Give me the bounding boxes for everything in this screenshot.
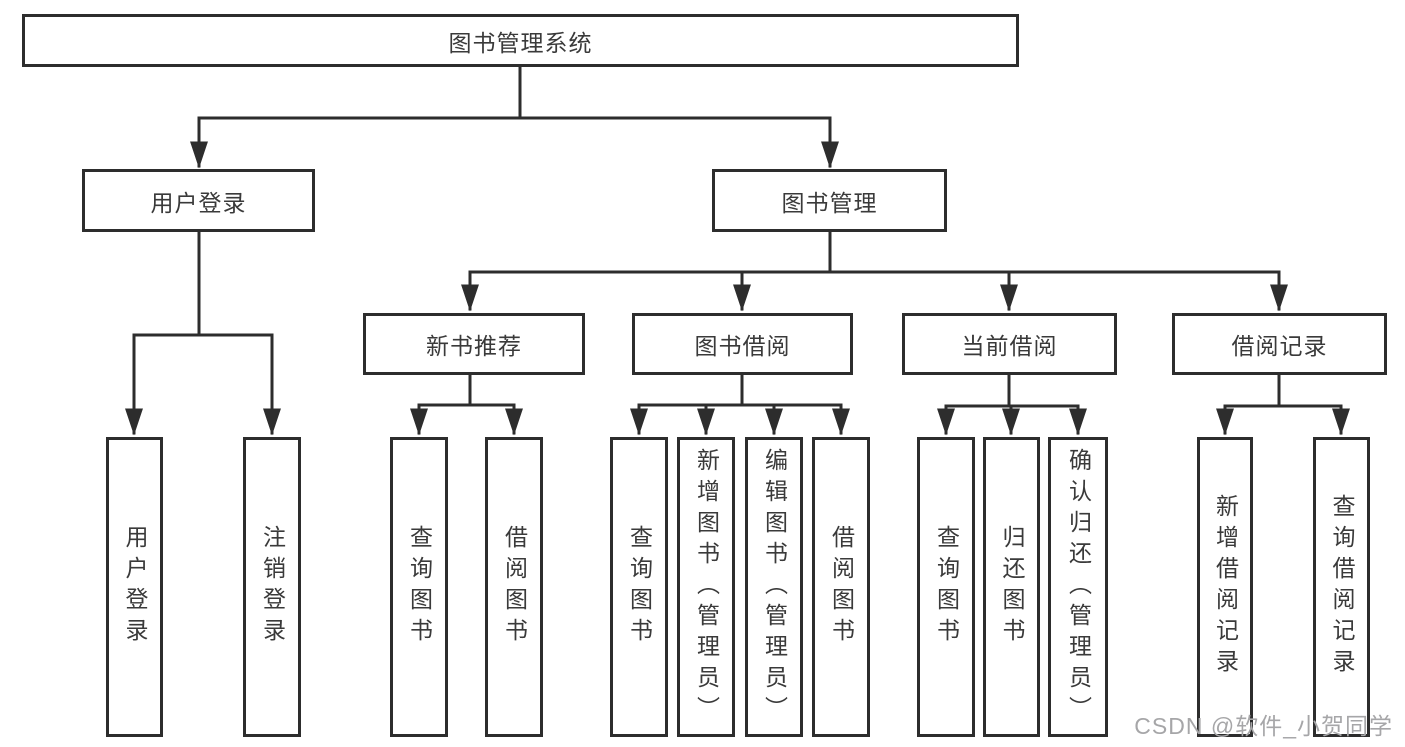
leaf-newbook-query-book: 查询图书 [390,437,448,737]
node-root-system: 图书管理系统 [22,14,1019,67]
node-current-borrow: 当前借阅 [902,313,1117,375]
leaf-borrow-query-book: 查询图书 [610,437,668,737]
leaf-logout-login: 注销登录 [243,437,301,737]
node-user-login: 用户登录 [82,169,315,232]
leaf-current-return-book: 归还图书 [983,437,1040,737]
edge-book-mgmt-to-level3 [461,230,1288,312]
leaf-record-query-borrow-record: 查询借阅记录 [1313,437,1370,737]
leaf-current-query-book: 查询图书 [917,437,975,737]
node-book-management: 图书管理 [712,169,947,232]
edge-current-borrow-to-leaves [937,373,1087,436]
node-new-book-recommend: 新书推荐 [363,313,585,375]
leaf-user-login: 用户登录 [106,437,163,737]
leaf-newbook-borrow-book: 借阅图书 [485,437,543,737]
edge-book-borrow-to-leaves [630,373,850,436]
node-borrow-record: 借阅记录 [1172,313,1387,375]
csdn-watermark: CSDN @软件_小贺同学 [1134,713,1393,739]
leaf-borrow-add-book-admin: 新增图书（管理员） [677,437,735,737]
edge-root-to-level2 [190,65,839,169]
edge-borrow-record-to-leaves [1216,373,1350,436]
edge-user-login-to-leaves [125,230,281,436]
leaf-borrow-borrow-book: 借阅图书 [812,437,870,737]
leaf-record-add-borrow-record: 新增借阅记录 [1197,437,1253,737]
node-book-borrow: 图书借阅 [632,313,853,375]
edge-new-book-to-leaves [410,373,523,436]
leaf-current-confirm-return-admin: 确认归还（管理员） [1048,437,1108,737]
leaf-borrow-edit-book-admin: 编辑图书（管理员） [745,437,803,737]
